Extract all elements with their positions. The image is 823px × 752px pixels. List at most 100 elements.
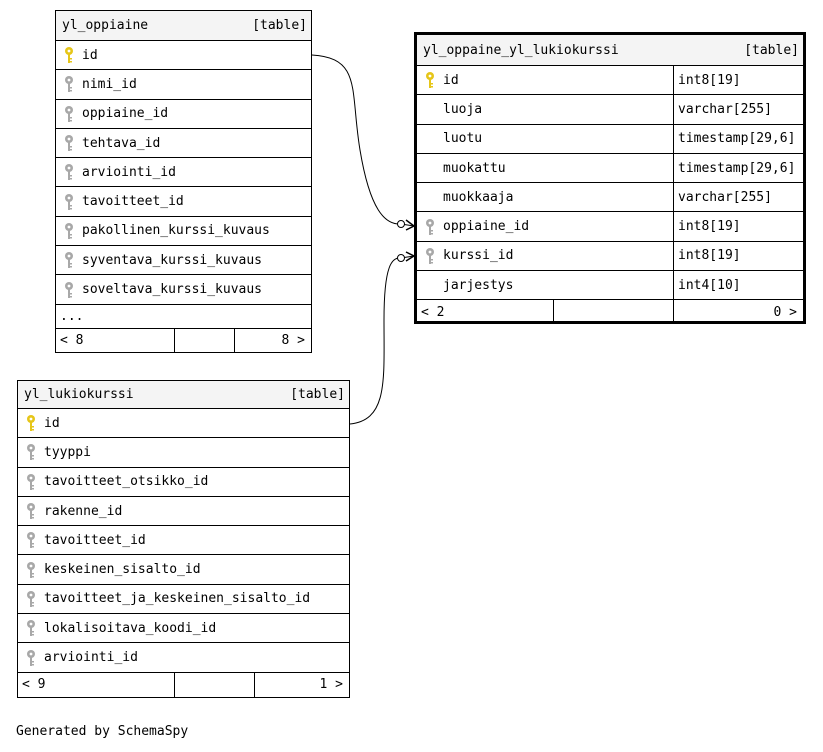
column-name: pakollinen_kurssi_kuvaus bbox=[82, 223, 270, 239]
column-name: arviointi_id bbox=[44, 650, 138, 666]
footer-parents-count[interactable]: < 2 bbox=[421, 304, 445, 320]
relationship-oppiaine-link bbox=[311, 54, 415, 227]
column-name: lokalisoitava_koodi_id bbox=[44, 620, 217, 636]
column-row-lokalisoitava-koodi-id[interactable]: lokalisoitava_koodi_id bbox=[18, 614, 349, 644]
column-row-nimi-id[interactable]: nimi_id bbox=[56, 70, 311, 100]
column-row-arviointi-id[interactable]: arviointi_id bbox=[56, 158, 311, 188]
foreign-key-icon bbox=[56, 251, 82, 269]
column-type: int4[10] bbox=[673, 271, 803, 300]
column-row-id[interactable]: id bbox=[18, 409, 349, 439]
column-name-cell: tavoitteet_id bbox=[18, 526, 349, 554]
column-name-cell: lokalisoitava_koodi_id bbox=[18, 614, 349, 642]
foreign-key-icon bbox=[18, 443, 44, 461]
column-name-cell: jarjestys bbox=[417, 271, 673, 299]
column-row-tehtava-id[interactable]: tehtava_id bbox=[56, 129, 311, 159]
foreign-key-icon bbox=[56, 105, 82, 123]
crowfoot-optional-circle bbox=[397, 254, 405, 262]
column-name: tavoitteet_otsikko_id bbox=[44, 474, 209, 490]
column-row-tyyppi[interactable]: tyyppi bbox=[18, 438, 349, 468]
column-row-syventava-kurssi-kuvaus[interactable]: syventava_kurssi_kuvaus bbox=[56, 246, 311, 276]
more-indicator: ... bbox=[60, 308, 84, 324]
column-name-cell: keskeinen_sisalto_id bbox=[18, 555, 349, 583]
foreign-key-icon bbox=[56, 281, 82, 299]
footer-spacer bbox=[553, 300, 673, 325]
column-row-keskeinen-sisalto-id[interactable]: keskeinen_sisalto_id bbox=[18, 555, 349, 585]
column-name: muokkaaja bbox=[443, 189, 514, 205]
column-name-cell: rakenne_id bbox=[18, 497, 349, 525]
column-name: tavoitteet_id bbox=[44, 532, 146, 548]
column-row-tavoitteet-otsikko-id[interactable]: tavoitteet_otsikko_id bbox=[18, 468, 349, 497]
table-header: yl_oppiaine [table] bbox=[56, 11, 311, 41]
column-row-oppiaine-id[interactable]: oppiaine_id bbox=[56, 100, 311, 129]
foreign-key-icon bbox=[56, 163, 82, 181]
table-footer: < 8 8 > bbox=[56, 328, 311, 353]
footer-children-count[interactable]: 0 > bbox=[673, 300, 803, 325]
primary-key-icon bbox=[417, 71, 443, 89]
column-row-tavoitteet-id[interactable]: tavoitteet_id bbox=[18, 526, 349, 556]
primary-key-icon bbox=[56, 46, 82, 64]
column-name-cell: luoja bbox=[417, 95, 673, 123]
footer-parents-count[interactable]: < 8 bbox=[60, 333, 84, 349]
column-name-cell: pakollinen_kurssi_kuvaus bbox=[56, 217, 311, 245]
column-row-rakenne-id[interactable]: rakenne_id bbox=[18, 497, 349, 527]
column-name: kurssi_id bbox=[443, 248, 514, 264]
column-row-soveltava-kurssi-kuvaus[interactable]: soveltava_kurssi_kuvaus bbox=[56, 275, 311, 305]
foreign-key-icon bbox=[56, 222, 82, 240]
column-type: timestamp[29,6] bbox=[673, 124, 803, 153]
column-row-tavoitteet-ja-keskeinen-sisalto-id[interactable]: tavoitteet_ja_keskeinen_sisalto_id bbox=[18, 585, 349, 615]
table-name: yl_oppaine_yl_lukiokurssi bbox=[423, 42, 619, 58]
foreign-key-icon bbox=[18, 649, 44, 667]
footer-children-count[interactable]: 1 > bbox=[254, 672, 349, 697]
column-name: tehtava_id bbox=[82, 135, 161, 151]
column-name-cell: luotu bbox=[417, 125, 673, 153]
footer-spacer bbox=[174, 328, 234, 353]
column-name: soveltava_kurssi_kuvaus bbox=[82, 282, 263, 298]
column-name-cell: syventava_kurssi_kuvaus bbox=[56, 246, 311, 274]
foreign-key-icon bbox=[417, 218, 443, 236]
column-name-cell: id bbox=[56, 41, 311, 69]
column-name-cell: tavoitteet_otsikko_id bbox=[18, 468, 349, 496]
table-footer: < 9 1 > bbox=[18, 672, 349, 697]
column-name-cell: kurssi_id bbox=[417, 242, 673, 270]
footer-spacer bbox=[174, 672, 254, 697]
foreign-key-icon bbox=[18, 561, 44, 579]
column-name-cell: nimi_id bbox=[56, 70, 311, 98]
table-kind: [table] bbox=[290, 387, 345, 402]
column-name-cell: muokattu bbox=[417, 154, 673, 182]
column-name: muokattu bbox=[443, 160, 506, 176]
footer-children-count[interactable]: 8 > bbox=[234, 328, 311, 353]
table-header: yl_oppaine_yl_lukiokurssi [table] bbox=[417, 35, 803, 66]
foreign-key-icon bbox=[56, 193, 82, 211]
column-name: tavoitteet_ja_keskeinen_sisalto_id bbox=[44, 591, 311, 607]
column-row-tavoitteet-id[interactable]: tavoitteet_id bbox=[56, 187, 311, 217]
relationship-kurssi-link bbox=[349, 255, 415, 425]
column-row-pakollinen-kurssi-kuvaus[interactable]: pakollinen_kurssi_kuvaus bbox=[56, 217, 311, 247]
column-name-cell: arviointi_id bbox=[56, 158, 311, 186]
primary-key-icon bbox=[18, 414, 44, 432]
footer-parents-count[interactable]: < 9 bbox=[22, 677, 46, 693]
foreign-key-icon bbox=[18, 590, 44, 608]
more-columns-row: ... bbox=[56, 305, 311, 329]
foreign-key-icon bbox=[18, 502, 44, 520]
column-row-arviointi-id[interactable]: arviointi_id bbox=[18, 643, 349, 673]
column-name: oppiaine_id bbox=[443, 219, 530, 235]
column-name-cell: arviointi_id bbox=[18, 643, 349, 671]
column-name-cell: tyyppi bbox=[18, 438, 349, 466]
column-name: oppiaine_id bbox=[82, 106, 169, 122]
table-kind: [table] bbox=[744, 42, 799, 58]
foreign-key-icon bbox=[18, 619, 44, 637]
column-row-id[interactable]: id bbox=[56, 41, 311, 71]
